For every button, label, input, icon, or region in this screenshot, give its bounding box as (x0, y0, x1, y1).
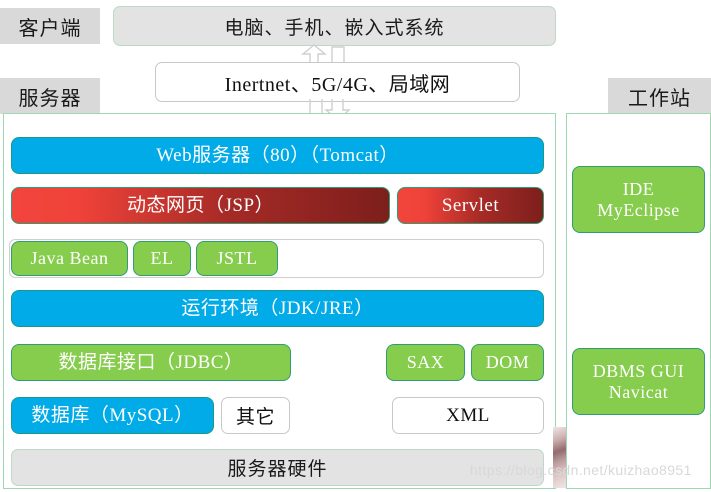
other-db-box: 其它 (221, 397, 290, 434)
network-box: Inertnet、5G/4G、局域网 (155, 62, 520, 102)
image-artifact (553, 427, 566, 488)
tag-el: EL (133, 241, 191, 276)
side-label-workstation: 工作站 (608, 78, 711, 114)
web-server-block: Web服务器（80）（Tomcat） (11, 137, 544, 174)
side-label-server: 服务器 (0, 78, 100, 114)
servlet-block: Servlet (397, 187, 544, 224)
dbms-label-line2: Navicat (608, 381, 669, 402)
dbms-gui-block: DBMS GUI Navicat (572, 348, 705, 415)
ide-label-line1: IDE (622, 178, 655, 199)
runtime-block: 运行环境（JDK/JRE） (11, 290, 544, 327)
jdbc-block: 数据库接口（JDBC） (11, 344, 291, 381)
side-label-client: 客户端 (0, 8, 100, 44)
sax-block: SAX (386, 344, 465, 381)
server-hardware-box: 服务器硬件 (11, 449, 544, 486)
watermark-text: https://blog.csdn.net/kuizhao8951 (470, 462, 692, 478)
jsp-block: 动态网页（JSP） (11, 187, 390, 224)
client-devices-box: 电脑、手机、嵌入式系统 (113, 6, 556, 46)
tag-jstl: JSTL (196, 241, 278, 276)
tag-java-bean: Java Bean (11, 241, 128, 276)
dbms-label-line1: DBMS GUI (592, 360, 685, 381)
ide-block: IDE MyEclipse (572, 166, 705, 233)
database-block: 数据库（MySQL） (11, 397, 214, 434)
ide-label-line2: MyEclipse (597, 199, 680, 220)
dom-block: DOM (471, 344, 544, 381)
xml-box: XML (392, 397, 544, 434)
